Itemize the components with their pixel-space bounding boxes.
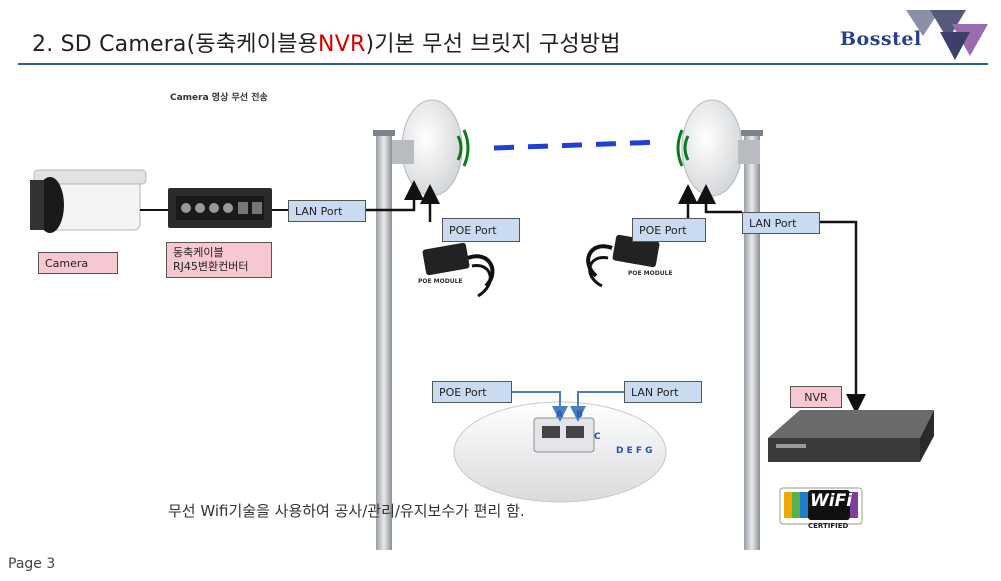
poe-port-right-label: POE Port — [632, 218, 706, 242]
logo-triangle-4 — [940, 32, 970, 60]
bottom-lan-arrow — [570, 391, 624, 422]
camera-label: Camera — [38, 252, 118, 274]
left-pole — [373, 130, 395, 550]
brand-logo: Bosstel — [840, 28, 922, 50]
logo-triangle-1 — [906, 10, 940, 36]
footer-note: 무선 Wifi기술을 사용하여 공사/관리/유지보수가 편리 함. — [168, 502, 525, 520]
nvr-recorder — [768, 410, 934, 462]
title-suffix: )기본 무선 브릿지 구성방법 — [365, 32, 621, 57]
poe-module-left-label: POE MODULE — [418, 278, 463, 285]
title-prefix: 2. SD Camera(동축케이블용 — [32, 32, 319, 57]
bottom-poe-arrow — [512, 391, 568, 422]
page-number: Page 3 — [8, 556, 56, 572]
poe-port-bottom-label: POE Port — [432, 381, 512, 403]
converter-label: 동축케이블 RJ45변환컨버터 — [166, 242, 272, 278]
title-highlight: NVR — [318, 32, 366, 57]
port-c-label: C — [594, 432, 601, 442]
header-divider — [18, 63, 988, 65]
right-pole — [741, 130, 763, 550]
port-b-label: B — [576, 410, 583, 420]
nvr-link — [820, 220, 866, 414]
poe-module-left — [422, 242, 495, 298]
poe-module-right — [586, 234, 660, 288]
bullet-camera — [30, 169, 147, 233]
port-defg-label: D E F G — [616, 446, 653, 456]
wifi-certified-badge — [779, 487, 863, 525]
left-wifi-signal — [456, 129, 470, 167]
lan-port-left-label: LAN Port — [288, 200, 366, 222]
wifi-certified-label: CERTIFIED — [808, 522, 849, 530]
right-antenna — [681, 99, 760, 197]
right-lan-link — [696, 184, 742, 214]
page-title: 2. SD Camera(동축케이블용NVR)기본 무선 브릿지 구성방법 — [32, 26, 621, 58]
port-a-label: A — [556, 410, 563, 420]
converter-label-line2: RJ45변환컨버터 — [173, 260, 249, 273]
lan-port-bottom-label: LAN Port — [624, 381, 702, 403]
logo-graphic — [906, 10, 988, 60]
diagram-caption: Camera 영상 무선 전송 — [170, 93, 268, 103]
lan-port-right-label: LAN Port — [742, 212, 820, 234]
left-lan-link — [366, 180, 424, 212]
wifi-badge-label: WiFi — [810, 491, 853, 511]
poe-module-right-label: POE MODULE — [628, 270, 673, 277]
nvr-label: NVR — [790, 386, 842, 408]
poe-port-left-label: POE Port — [442, 218, 520, 242]
wireless-link — [493, 139, 663, 151]
coax-converter — [168, 188, 272, 228]
left-antenna — [392, 99, 463, 197]
converter-label-line1: 동축케이블 — [173, 246, 224, 259]
logo-triangle-2 — [930, 10, 966, 40]
right-wifi-signal — [676, 129, 690, 167]
